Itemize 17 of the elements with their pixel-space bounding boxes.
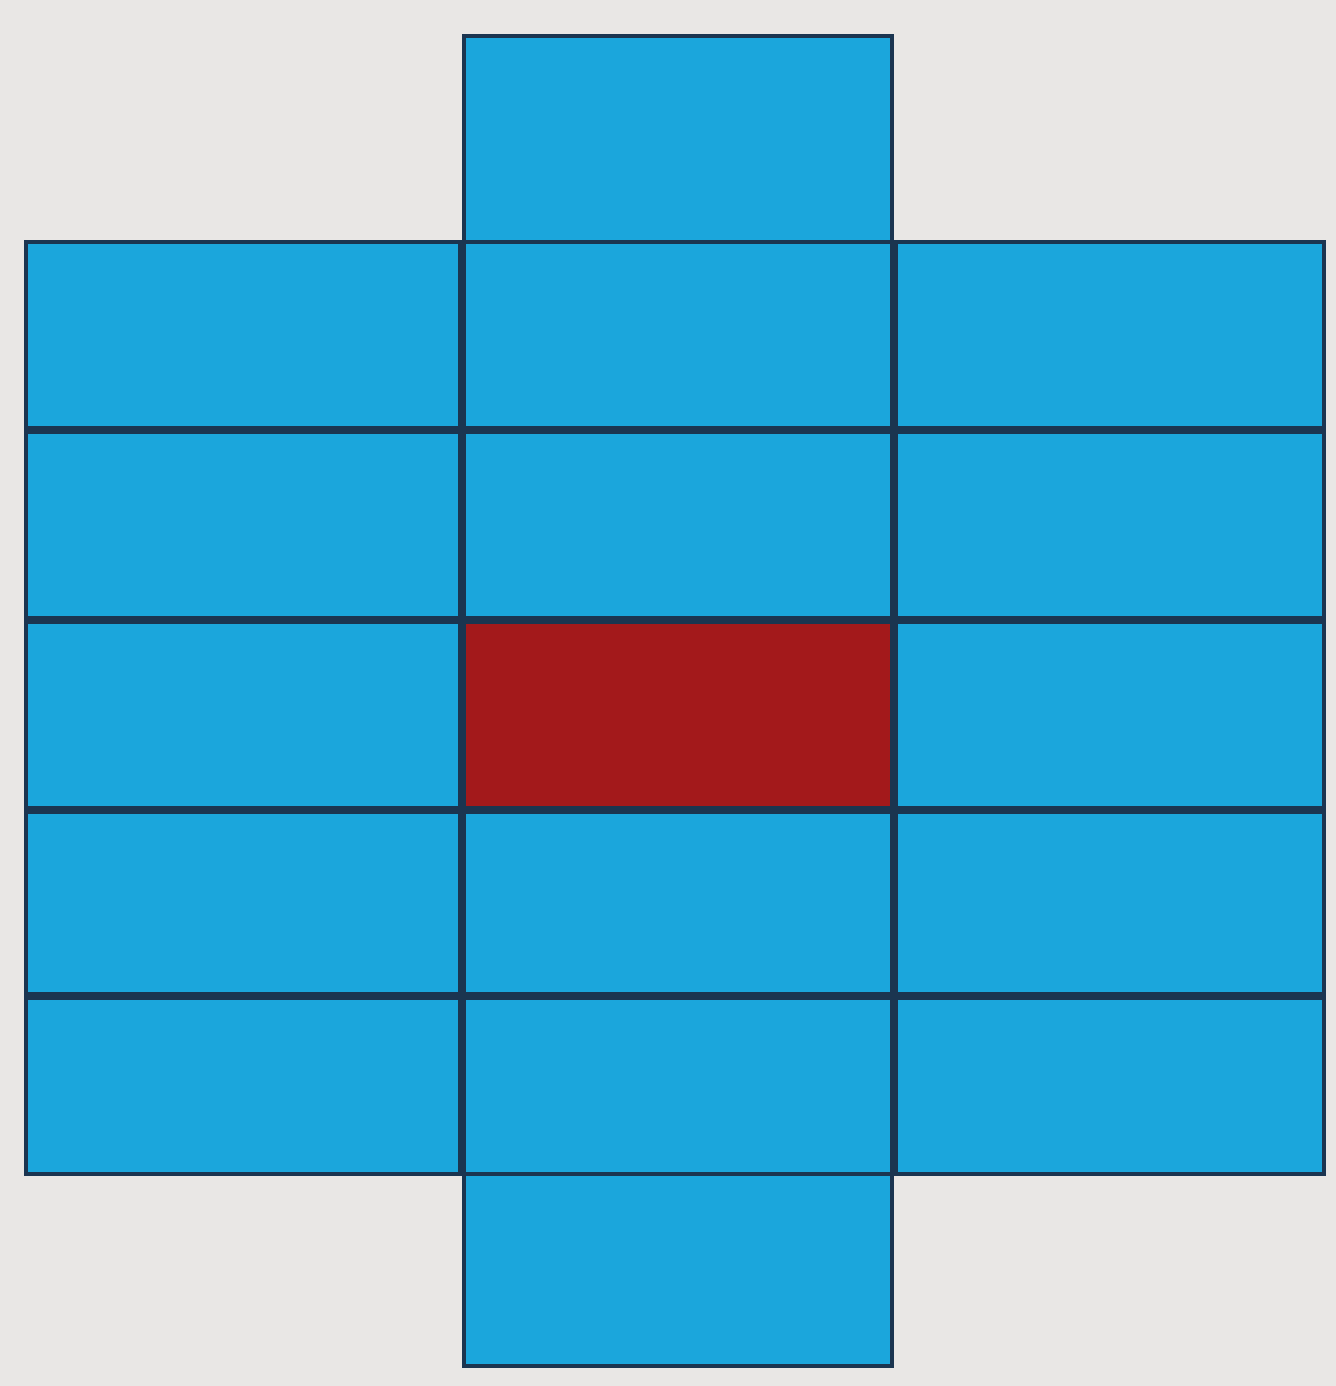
grid-cell: [894, 620, 1326, 810]
grid-cell: [24, 620, 462, 810]
grid-cell: [894, 996, 1326, 1176]
grid-cell: [462, 430, 894, 620]
grid-cell: [24, 240, 462, 430]
grid-cell: [894, 810, 1326, 996]
grid-cell: [894, 240, 1326, 430]
grid-cell: [894, 430, 1326, 620]
grid-cell: [462, 1172, 894, 1368]
grid-cell: [24, 430, 462, 620]
grid-cell: [462, 810, 894, 996]
grid-cell: [462, 34, 894, 244]
highlighted-cell: [462, 620, 894, 810]
grid-cell: [24, 810, 462, 996]
grid-cell: [24, 996, 462, 1176]
grid-cell: [462, 240, 894, 430]
grid-cell: [462, 996, 894, 1176]
